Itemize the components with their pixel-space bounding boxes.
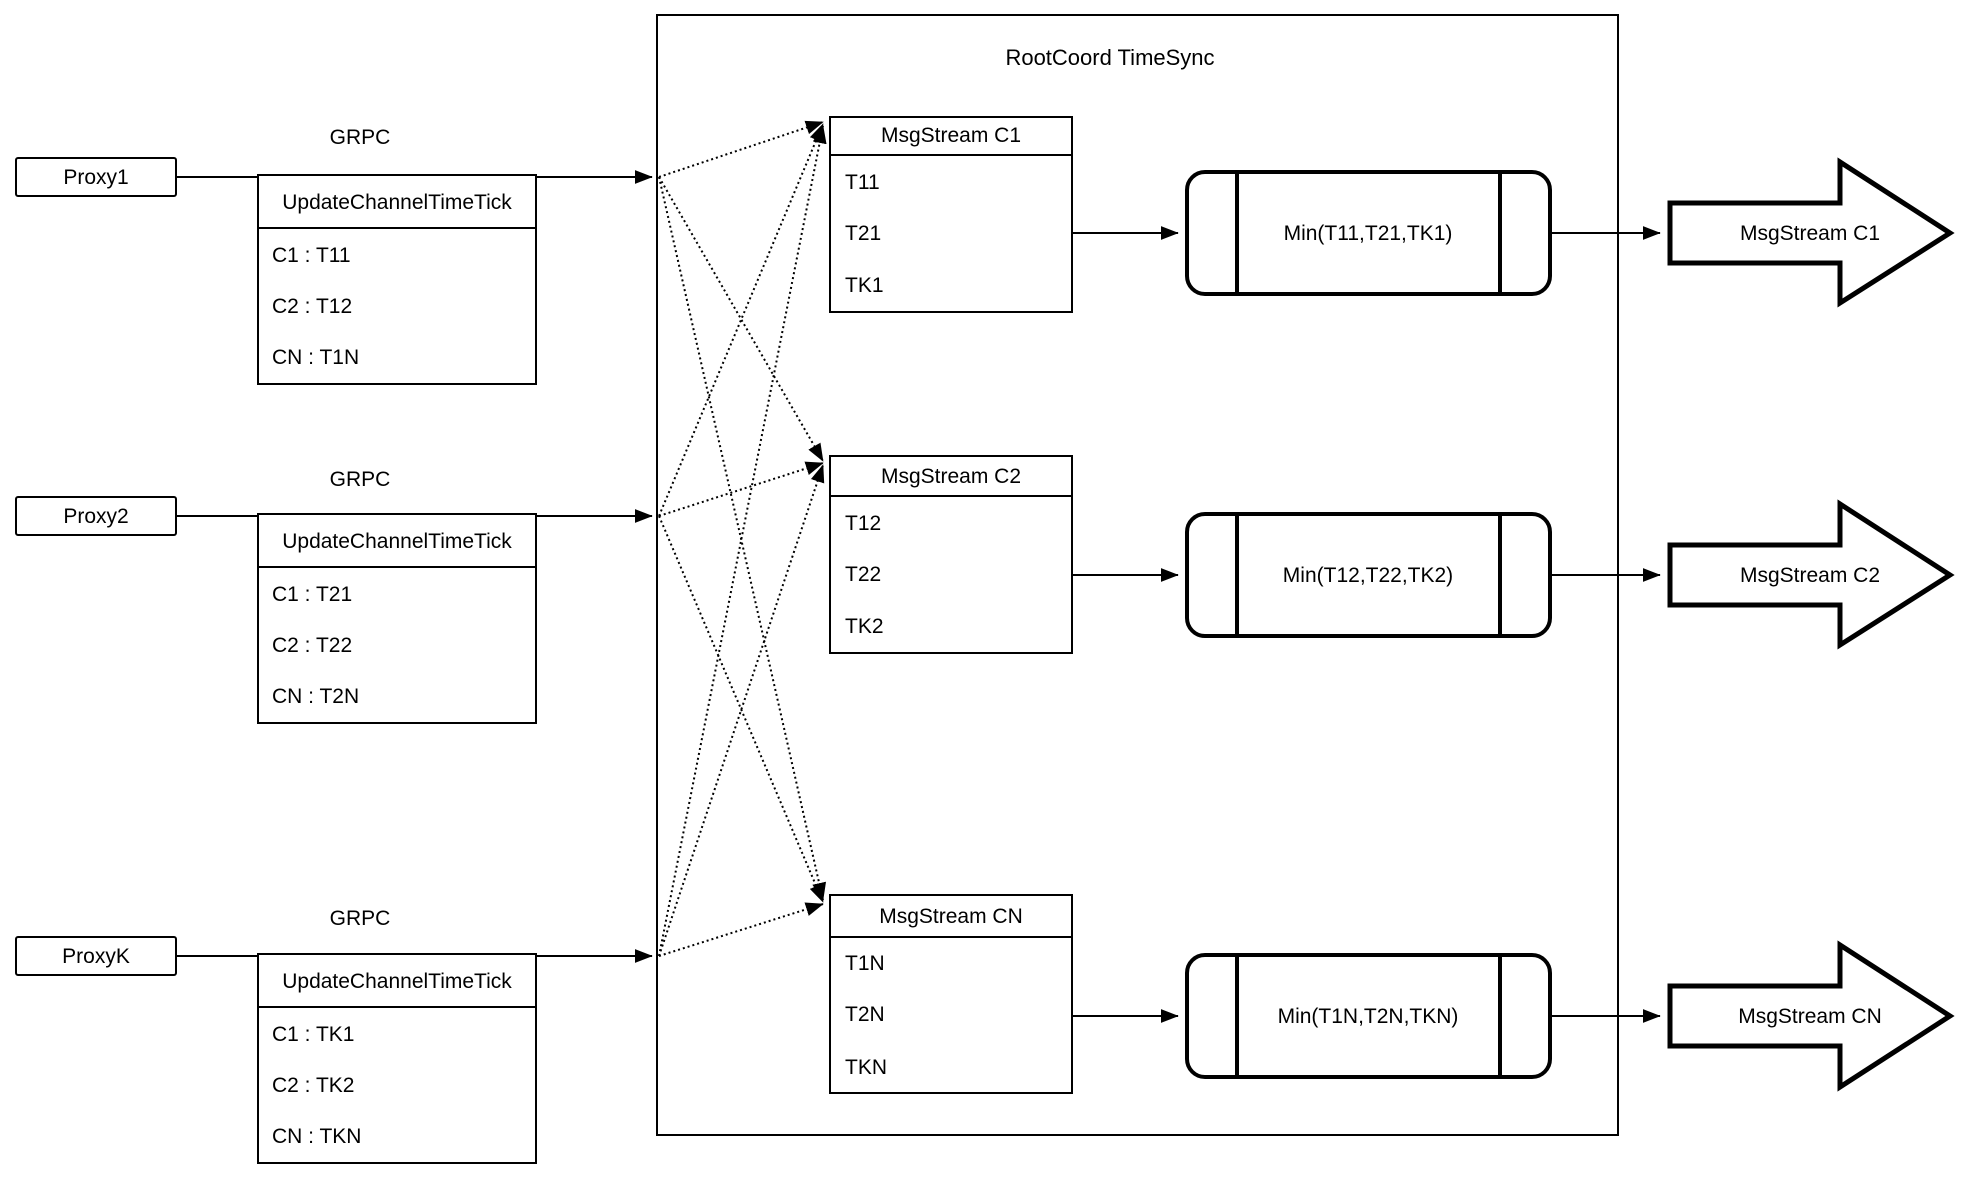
min-label-1: Min(T11,T21,TK1) [1284,222,1453,245]
msgstream-table-1-row-2: T21 [845,222,881,245]
update-table-1-row-2: C2 : T12 [272,295,352,318]
output-arrow-1 [1667,157,1955,308]
update-table-1-row-3: CN : T1N [272,346,359,369]
msgstream-table-1-row-1: T11 [845,171,880,194]
output-arrow-3-label: MsgStream CN [1738,1005,1882,1028]
output-arrow-2-label: MsgStream C2 [1740,564,1880,587]
update-table-2-row-2: C2 : T22 [272,634,352,657]
update-table-2 [257,513,537,724]
update-table-2-row-1: C1 : T21 [272,583,352,606]
proxyk-label: ProxyK [62,945,130,968]
msgstream-table-1-header: MsgStream C1 [881,124,1021,147]
dotted-connector-pk-c2 [658,464,825,957]
update-table-3 [257,953,537,1164]
update-table-3-row-3: CN : TKN [272,1125,361,1148]
grpc-label-1: GRPC [330,126,391,149]
dotted-connector-p2-c1 [658,123,824,517]
min-label-3: Min(T1N,T2N,TKN) [1278,1005,1459,1028]
update-table-3-row-1: C1 : TK1 [272,1023,354,1046]
proxy1-box [15,157,177,197]
output-arrow-3 [1667,940,1955,1092]
msgstream-table-2 [829,455,1073,654]
min-label-2: Min(T12,T22,TK2) [1283,564,1453,587]
msgstream-table-2-row-2: T22 [845,563,881,586]
msgstream-table-3-row-2: T2N [845,1003,885,1026]
rootcoord-title: RootCoord TimeSync [1005,45,1214,70]
update-table-3-header: UpdateChannelTimeTick [282,970,512,993]
grpc-label-2: GRPC [330,468,391,491]
update-table-1-header: UpdateChannelTimeTick [282,191,512,214]
msgstream-table-1-row-3: TK1 [845,274,884,297]
update-table-2-header: UpdateChannelTimeTick [282,530,512,553]
proxy1-label: Proxy1 [63,166,128,189]
msgstream-table-3-header: MsgStream CN [879,905,1023,928]
msgstream-table-3 [829,894,1073,1094]
dotted-connector-p1-c1 [658,120,824,178]
proxyk-box [15,936,177,976]
msgstream-table-1 [829,116,1073,313]
output-arrow-1-label: MsgStream C1 [1740,222,1880,245]
msgstream-table-3-row-1: T1N [845,952,885,975]
dotted-connector-pk-cn [658,902,824,957]
proxy2-box [15,496,177,536]
output-arrow-2 [1667,499,1955,650]
msgstream-table-2-header: MsgStream C2 [881,465,1021,488]
msgstream-table-3-row-3: TKN [845,1056,887,1079]
update-table-1 [257,174,537,385]
dotted-connector-p2-c2 [658,461,824,517]
update-table-2-row-3: CN : T2N [272,685,359,708]
dotted-connector-pk-c1 [658,125,827,957]
update-table-1-row-1: C1 : T11 [272,244,351,267]
msgstream-table-2-row-3: TK2 [845,615,884,638]
msgstream-table-2-row-1: T12 [845,512,881,535]
grpc-label-3: GRPC [330,907,391,930]
proxy2-label: Proxy2 [63,505,128,528]
update-table-3-row-2: C2 : TK2 [272,1074,354,1097]
